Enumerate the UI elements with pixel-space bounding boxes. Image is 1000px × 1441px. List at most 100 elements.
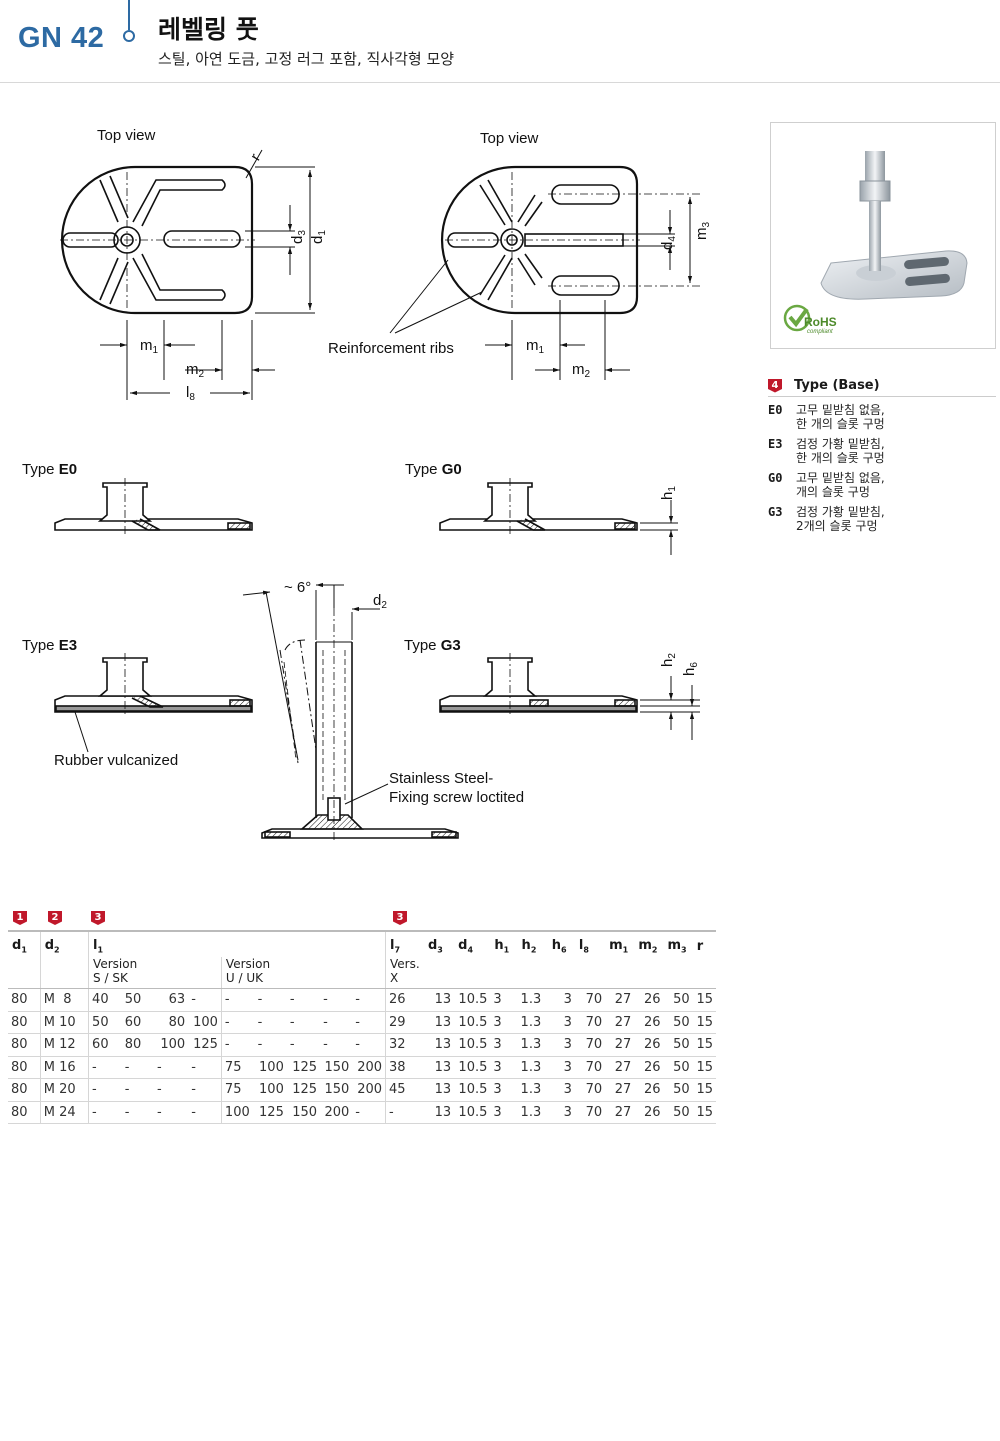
table-cell: - xyxy=(254,1011,287,1034)
dim-h2-h6-lines xyxy=(640,676,700,740)
table-cell: 10.5 xyxy=(454,1033,491,1057)
col-header-l8: l8 xyxy=(574,930,606,957)
table-cell: 50 xyxy=(663,1078,693,1102)
table-cell: 200 xyxy=(352,1078,386,1102)
table-cell: - xyxy=(153,1078,189,1102)
table-cell: 1.3 xyxy=(517,988,548,1012)
dim-h6: h6 xyxy=(681,662,700,676)
svg-text:m2: m2 xyxy=(186,361,205,380)
label-type-e3: Type E3 xyxy=(22,637,77,654)
table-cell: - xyxy=(286,1033,321,1057)
table-cell: - xyxy=(188,1101,222,1124)
table-cell: 80 xyxy=(8,1056,41,1079)
dim-h1: h1 xyxy=(659,486,678,500)
table-cell: - xyxy=(220,1011,255,1034)
label-stainless-steel: Stainless Steel- xyxy=(389,770,493,787)
table-cell: - xyxy=(188,1056,222,1079)
table-cell: 50 xyxy=(663,1011,693,1034)
table-cell: 70 xyxy=(574,1101,606,1124)
col-header-m3: m3 xyxy=(663,930,693,957)
table-cell: 40 xyxy=(88,988,122,1012)
table-cell: 13 xyxy=(423,1056,455,1079)
header-divider xyxy=(128,0,130,30)
table-cell: 3 xyxy=(490,1078,518,1102)
col-header-m2: m2 xyxy=(634,930,664,957)
table-cell: 50 xyxy=(88,1011,122,1034)
table-cell: - xyxy=(254,988,287,1012)
table-cell: 3 xyxy=(490,1011,518,1034)
col-header-h6: h6 xyxy=(547,930,575,957)
table-cell: M 16 xyxy=(39,1056,89,1079)
table-cell: 27 xyxy=(605,1033,635,1057)
table-cell: - xyxy=(320,988,353,1012)
table-cell: 10.5 xyxy=(454,1056,491,1079)
table-cell: 50 xyxy=(121,988,154,1012)
top-view-left-dims xyxy=(100,149,315,400)
legend-title: Type (Base) xyxy=(794,378,880,393)
table-cell: 125 xyxy=(286,1078,321,1102)
label-reinforcement-ribs: Reinforcement ribs xyxy=(328,340,454,357)
svg-text:l8: l8 xyxy=(186,384,195,403)
svg-text:d2: d2 xyxy=(373,592,387,611)
table-cell: 200 xyxy=(320,1101,353,1124)
table-cell: 200 xyxy=(352,1056,386,1079)
table-cell: - xyxy=(220,988,255,1012)
svg-text:m1: m1 xyxy=(140,337,159,356)
dim-d3: d3 xyxy=(289,230,308,244)
label-type-e0: Type E0 xyxy=(22,461,77,478)
svg-text:compliant: compliant xyxy=(807,329,833,335)
table-cell: - xyxy=(352,988,386,1012)
table-cell: 38 xyxy=(385,1056,424,1079)
table-cell: - xyxy=(352,1011,386,1034)
table-cell: 13 xyxy=(423,1033,455,1057)
page-title: 레벨링 풋 xyxy=(158,15,259,44)
dim-m1-right: m1 xyxy=(526,337,545,356)
section-type-g0 xyxy=(439,478,638,535)
table-cell: 100 xyxy=(254,1078,287,1102)
table-cell: - xyxy=(121,1101,154,1124)
dim-d4: d4 xyxy=(659,236,678,250)
version-u-uk: Version U / UK xyxy=(220,957,386,989)
table-cell: 26 xyxy=(634,1056,664,1079)
table-cell: 60 xyxy=(121,1011,154,1034)
table-cell: 70 xyxy=(574,1011,606,1034)
table-cell: 150 xyxy=(286,1101,321,1124)
section-type-e3 xyxy=(54,653,253,753)
label-rubber-vulcanized: Rubber vulcanized xyxy=(54,752,178,769)
section-type-e0 xyxy=(54,478,253,535)
table-cell: 150 xyxy=(320,1056,353,1079)
table-cell: 15 xyxy=(692,1011,716,1034)
table-cell: 27 xyxy=(605,988,635,1012)
table-cell: 100 xyxy=(188,1011,222,1034)
stem-dims xyxy=(242,582,389,805)
table-cell: - xyxy=(385,1101,424,1124)
table-cell: 15 xyxy=(692,988,716,1012)
table-cell: 3 xyxy=(490,1101,518,1124)
table-cell: 26 xyxy=(634,1101,664,1124)
svg-text:d1: d1 xyxy=(309,230,328,244)
table-cell: 125 xyxy=(254,1101,287,1124)
col-header-d4: d4 xyxy=(454,930,491,957)
table-cell: 3 xyxy=(490,1033,518,1057)
product-code: GN 42 xyxy=(18,22,105,54)
table-cell: 80 xyxy=(153,1011,189,1034)
table-cell: - xyxy=(88,1056,122,1079)
table-cell: 3 xyxy=(547,988,575,1012)
dim-h2: h2 xyxy=(659,653,678,667)
table-cell: 80 xyxy=(8,1101,41,1124)
label-type-g0: Type G0 xyxy=(405,461,462,478)
badge-2: 2 xyxy=(48,911,62,925)
table-cell: - xyxy=(88,1078,122,1102)
table-cell: 3 xyxy=(490,1056,518,1079)
svg-text:d4: d4 xyxy=(659,236,678,250)
table-cell: - xyxy=(153,1101,189,1124)
table-cell: M 8 xyxy=(39,988,89,1012)
col-header-d1: d1 xyxy=(8,930,41,957)
table-subheader-row: Version S / SK Version U / UK Vers. X xyxy=(8,957,716,989)
badge-3: 3 xyxy=(91,911,105,925)
header-divider-dot xyxy=(123,30,135,42)
